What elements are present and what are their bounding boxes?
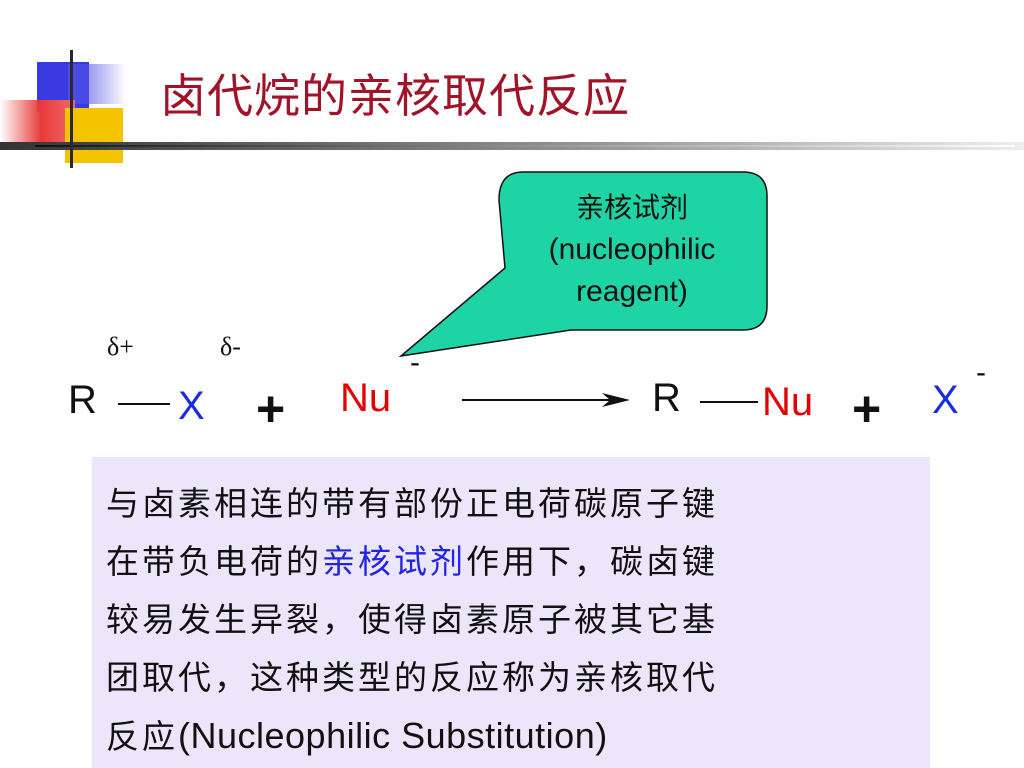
bond-r-nu	[700, 401, 758, 403]
callout-line-2: (nucleophilic	[548, 233, 716, 266]
description-line-1: 与卤素相连的带有部份正电荷碳原子键	[106, 484, 718, 523]
delta-minus-label: δ-	[220, 332, 241, 361]
decor-yellow-square	[65, 108, 123, 163]
decor-gradient-square	[68, 64, 126, 104]
description-line-2-start: 在带负电荷的	[106, 542, 322, 581]
description-line-3: 较易发生异裂，使得卤素原子被其它基	[106, 600, 718, 639]
halide-charge: -	[976, 356, 986, 389]
leaving-halide: X	[932, 378, 959, 422]
plus-sign-2: +	[852, 381, 882, 437]
slide-title: 卤代烷的亲核取代反应	[160, 69, 630, 123]
description-line-5-cn: 反应	[106, 717, 178, 756]
callout-bubble	[398, 171, 768, 358]
reactant-x: X	[178, 384, 205, 428]
callout-text: 亲核试剂 (nucleophilic reagent)	[498, 187, 766, 313]
product-r: R	[652, 376, 681, 420]
bond-r-x	[118, 403, 170, 405]
description-line-4: 团取代，这种类型的反应称为亲核取代	[106, 658, 718, 697]
nucleophile-term: 亲核试剂	[322, 542, 466, 581]
callout-line-3: reagent)	[576, 275, 688, 308]
callout-line-1: 亲核试剂	[575, 191, 688, 224]
description-line-5: 反应(Nucleophilic Substitution)	[106, 707, 918, 766]
reaction-arrow	[462, 393, 630, 407]
decor-vertical-line	[70, 50, 73, 168]
plus-sign-1: +	[256, 381, 286, 437]
header-rule-shadow	[35, 145, 1015, 147]
decor-red-bar	[0, 100, 75, 142]
description-line-2-end: 作用下，碳卤键	[466, 542, 718, 581]
reactant-r: R	[68, 378, 97, 422]
english-term: (Nucleophilic Substitution)	[178, 715, 608, 756]
nucleophile: Nu	[340, 376, 392, 420]
nucleophile-charge: -	[410, 346, 420, 379]
description-line-2: 在带负电荷的亲核试剂作用下，碳卤键	[106, 533, 918, 591]
product-nu: Nu	[762, 380, 814, 424]
delta-plus-label: δ+	[107, 332, 134, 361]
description-box: 与卤素相连的带有部份正电荷碳原子键 在带负电荷的亲核试剂作用下，碳卤键 较易发生…	[92, 457, 930, 768]
